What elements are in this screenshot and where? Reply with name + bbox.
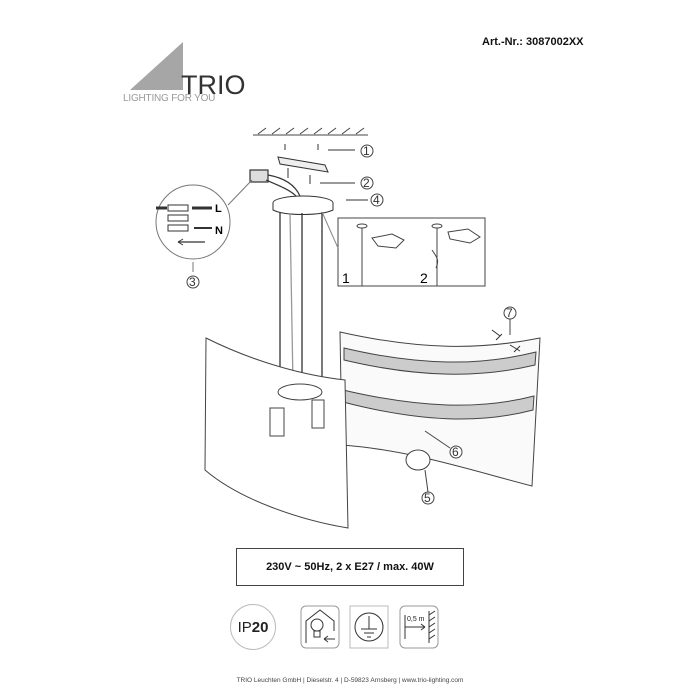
callout-7: 7 — [506, 306, 513, 320]
callout-2: 2 — [363, 176, 370, 190]
inset-cable-adjust — [321, 211, 486, 287]
inset-step-2: 2 — [420, 270, 428, 286]
wiring-detail — [155, 179, 253, 272]
indoor-use-icon — [300, 605, 340, 649]
ip-prefix: IP — [237, 618, 252, 636]
neutral-label: N — [215, 225, 223, 237]
distance-label: 0,5 m — [407, 616, 425, 623]
suspension-cables — [279, 212, 323, 390]
wires — [249, 169, 301, 197]
protective-earth-icon — [349, 605, 389, 649]
ceiling — [253, 127, 368, 136]
canopy — [272, 195, 334, 215]
live-label: L — [215, 203, 222, 215]
electrical-spec: 230V ~ 50Hz, 2 x E27 / max. 40W — [236, 548, 464, 586]
callout-4: 4 — [373, 193, 380, 207]
lamp-shades — [204, 331, 541, 529]
trio-logo-triangle — [130, 42, 183, 90]
callout-6: 6 — [452, 445, 459, 459]
callout-1: 1 — [363, 144, 370, 158]
ip-value: 20 — [251, 618, 269, 636]
screws — [491, 329, 521, 353]
callout-3: 3 — [189, 275, 196, 289]
mounting-bracket — [277, 144, 368, 201]
spec-text: 230V ~ 50Hz, 2 x E27 / max. 40W — [266, 561, 434, 573]
brand-tagline: LIGHTING FOR YOU — [123, 93, 216, 104]
inset-step-1: 1 — [342, 270, 350, 286]
article-number: Art.-Nr.: 3087002XX — [482, 36, 584, 48]
footer-address: TRIO Leuchten GmbH | Dieselstr. 4 | D-59… — [236, 677, 464, 684]
brand-name: TRIO — [181, 70, 246, 100]
min-distance-icon: 0,5 m — [399, 605, 439, 649]
callouts — [186, 144, 517, 505]
callout-5: 5 — [424, 491, 431, 505]
